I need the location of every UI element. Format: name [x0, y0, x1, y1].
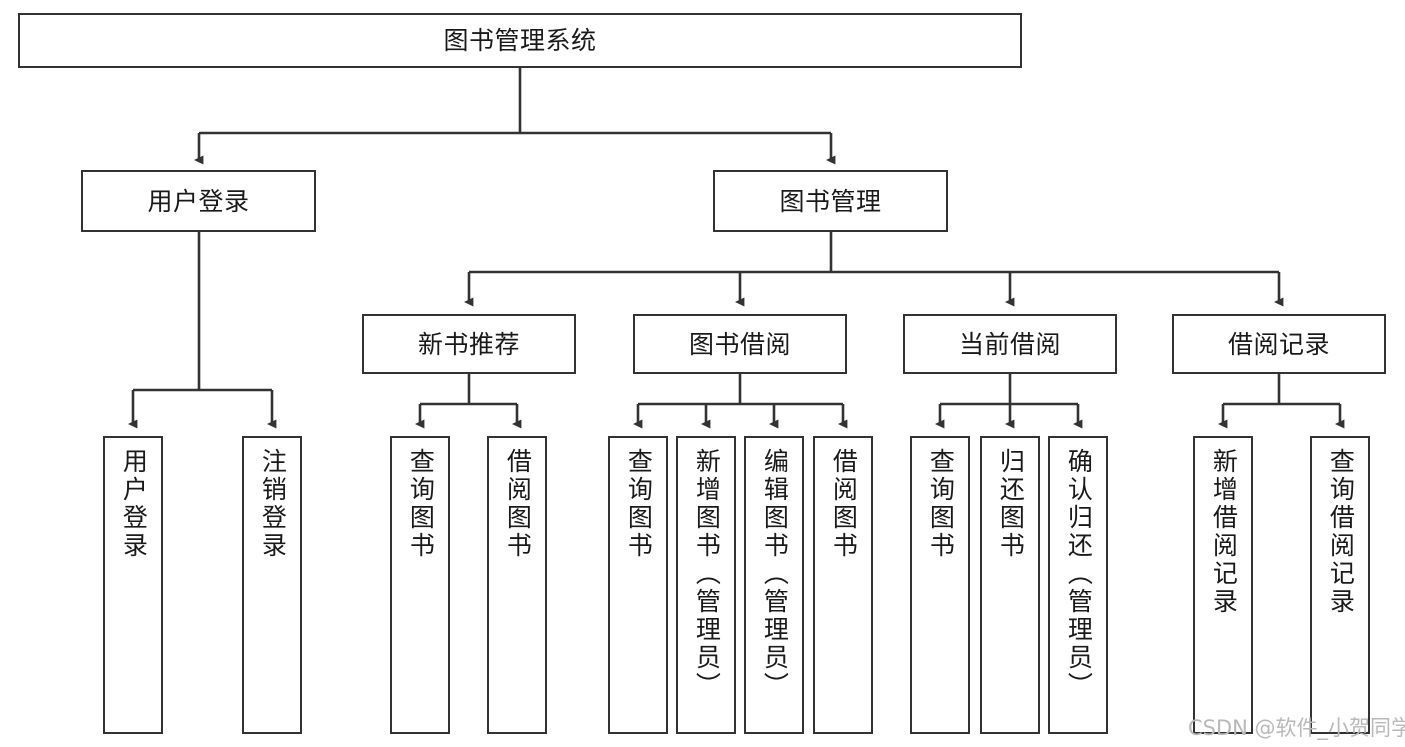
node-label: 确认归还（管理员）: [1064, 448, 1094, 700]
node-book-borrow[interactable]: 图书借阅: [633, 314, 847, 374]
node-label: 图书借阅: [688, 329, 791, 359]
node-leaf-borrow-book-recommend[interactable]: 借阅图书: [487, 436, 547, 734]
node-leaf-edit-book-admin[interactable]: 编辑图书（管理员）: [744, 436, 804, 734]
node-label: 新书推荐: [417, 329, 520, 359]
node-label: 图书管理: [779, 186, 882, 216]
node-leaf-query-book-borrow[interactable]: 查询图书: [608, 436, 668, 734]
watermark: CSDN @软件_小贺同学: [1188, 716, 1405, 740]
node-label: 当前借阅: [958, 329, 1061, 359]
node-label: 查询图书: [624, 448, 654, 560]
node-leaf-query-book-recommend[interactable]: 查询图书: [390, 436, 450, 734]
node-book-management[interactable]: 图书管理: [713, 170, 948, 232]
node-leaf-query-book-current[interactable]: 查询图书: [910, 436, 970, 734]
node-borrow-record[interactable]: 借阅记录: [1172, 314, 1386, 374]
node-current-borrow[interactable]: 当前借阅: [903, 314, 1117, 374]
node-label: 借阅图书: [503, 448, 533, 560]
node-label: 借阅记录: [1227, 329, 1330, 359]
node-leaf-return-book[interactable]: 归还图书: [980, 436, 1040, 734]
node-label: 新增图书（管理员）: [692, 448, 722, 700]
node-leaf-borrow-book[interactable]: 借阅图书: [813, 436, 873, 734]
node-label: 编辑图书（管理员）: [760, 448, 790, 700]
node-leaf-add-book-admin[interactable]: 新增图书（管理员）: [676, 436, 736, 734]
node-user-login[interactable]: 用户登录: [81, 170, 316, 232]
node-label: 归还图书: [996, 448, 1026, 560]
node-label: 查询图书: [926, 448, 956, 560]
node-label: 借阅图书: [829, 448, 859, 560]
node-label: 查询借阅记录: [1326, 448, 1356, 616]
node-leaf-logout-login[interactable]: 注销登录: [242, 436, 302, 734]
node-leaf-user-login[interactable]: 用户登录: [103, 436, 163, 734]
node-label: 用户登录: [119, 448, 149, 560]
node-new-book-recommend[interactable]: 新书推荐: [362, 314, 576, 374]
node-label: 查询图书: [406, 448, 436, 560]
node-label: 注销登录: [258, 448, 288, 560]
node-label: 图书管理系统: [443, 26, 597, 55]
node-label: 用户登录: [147, 186, 250, 216]
node-label: 新增借阅记录: [1209, 448, 1239, 616]
node-root-book-management-system[interactable]: 图书管理系统: [18, 13, 1022, 68]
node-leaf-confirm-return-admin[interactable]: 确认归还（管理员）: [1048, 436, 1108, 734]
node-leaf-add-borrow-record[interactable]: 新增借阅记录: [1193, 436, 1253, 734]
node-leaf-query-borrow-record[interactable]: 查询借阅记录: [1310, 436, 1370, 734]
